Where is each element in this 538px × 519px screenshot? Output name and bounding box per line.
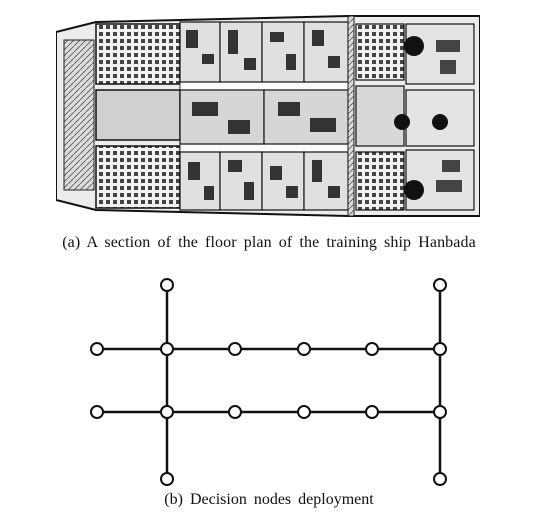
caption-decision-nodes: (b) Decision nodes deployment xyxy=(164,491,374,508)
decision-node xyxy=(228,342,242,356)
decision-node xyxy=(90,405,104,419)
decision-node xyxy=(297,405,311,419)
decision-node xyxy=(297,342,311,356)
decision-node xyxy=(160,472,174,486)
ship-floor-plan xyxy=(56,15,480,217)
decision-node-graph xyxy=(90,278,447,486)
decision-node xyxy=(433,405,447,419)
decision-node xyxy=(160,405,174,419)
decision-node xyxy=(433,472,447,486)
decision-node xyxy=(228,405,242,419)
decision-node xyxy=(90,342,104,356)
decision-node xyxy=(160,278,174,292)
decision-node xyxy=(433,278,447,292)
decision-node xyxy=(365,342,379,356)
decision-node xyxy=(433,342,447,356)
decision-node xyxy=(160,342,174,356)
decision-node xyxy=(365,405,379,419)
caption-floor-plan: (a) A section of the floor plan of the t… xyxy=(62,234,476,251)
